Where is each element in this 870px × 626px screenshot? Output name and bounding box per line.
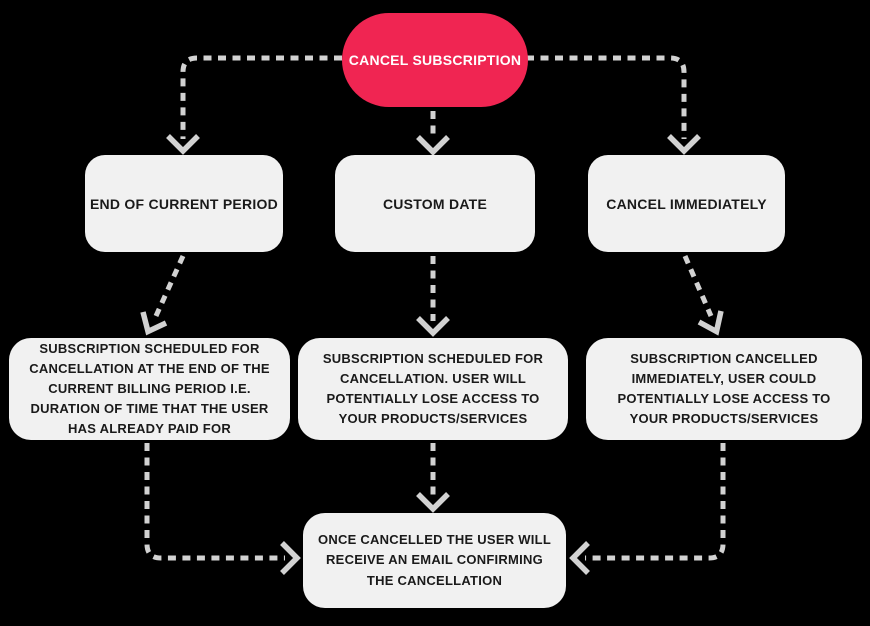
node-cancel-immediately: CANCEL IMMEDIATELY [588, 155, 785, 252]
node-cancel-immediately-label: CANCEL IMMEDIATELY [606, 195, 767, 212]
node-cancel-subscription-label: CANCEL SUBSCRIPTION [348, 52, 522, 68]
node-confirmation-email: ONCE CANCELLED THE USER WILL RECEIVE AN … [303, 513, 566, 608]
node-cancel-subscription: CANCEL SUBSCRIPTION [342, 13, 528, 107]
arrow-root-to-custom-date [416, 111, 450, 156]
arrow-outcome1-to-final [144, 443, 301, 575]
node-outcome-custom-date-label: SUBSCRIPTION SCHEDULED FOR CANCELLATION.… [322, 350, 544, 427]
node-outcome-end-of-period-label: SUBSCRIPTION SCHEDULED FOR CANCELLATION … [29, 340, 270, 437]
node-end-of-current-period-label: END OF CURRENT PERIOD [89, 195, 279, 212]
arrow-custom-date-to-outcome [416, 256, 450, 337]
node-outcome-end-of-period: SUBSCRIPTION SCHEDULED FOR CANCELLATION … [9, 338, 290, 440]
node-outcome-cancel-immediately: SUBSCRIPTION CANCELLED IMMEDIATELY, USER… [586, 338, 862, 440]
node-confirmation-email-label: ONCE CANCELLED THE USER WILL RECEIVE AN … [317, 532, 552, 588]
arrow-end-of-period-to-outcome [140, 254, 186, 336]
arrow-cancel-immediately-to-outcome [682, 255, 724, 336]
node-outcome-cancel-immediately-label: SUBSCRIPTION CANCELLED IMMEDIATELY, USER… [617, 350, 831, 427]
node-end-of-current-period: END OF CURRENT PERIOD [85, 155, 283, 252]
node-custom-date: CUSTOM DATE [335, 155, 535, 252]
node-custom-date-label: CUSTOM DATE [382, 195, 488, 212]
arrow-outcome2-to-final [416, 443, 450, 513]
node-outcome-custom-date: SUBSCRIPTION SCHEDULED FOR CANCELLATION.… [298, 338, 568, 440]
arrow-root-to-cancel-immediately [526, 55, 701, 155]
arrow-root-to-end-of-period [166, 55, 342, 155]
arrow-outcome3-to-final [569, 443, 726, 575]
